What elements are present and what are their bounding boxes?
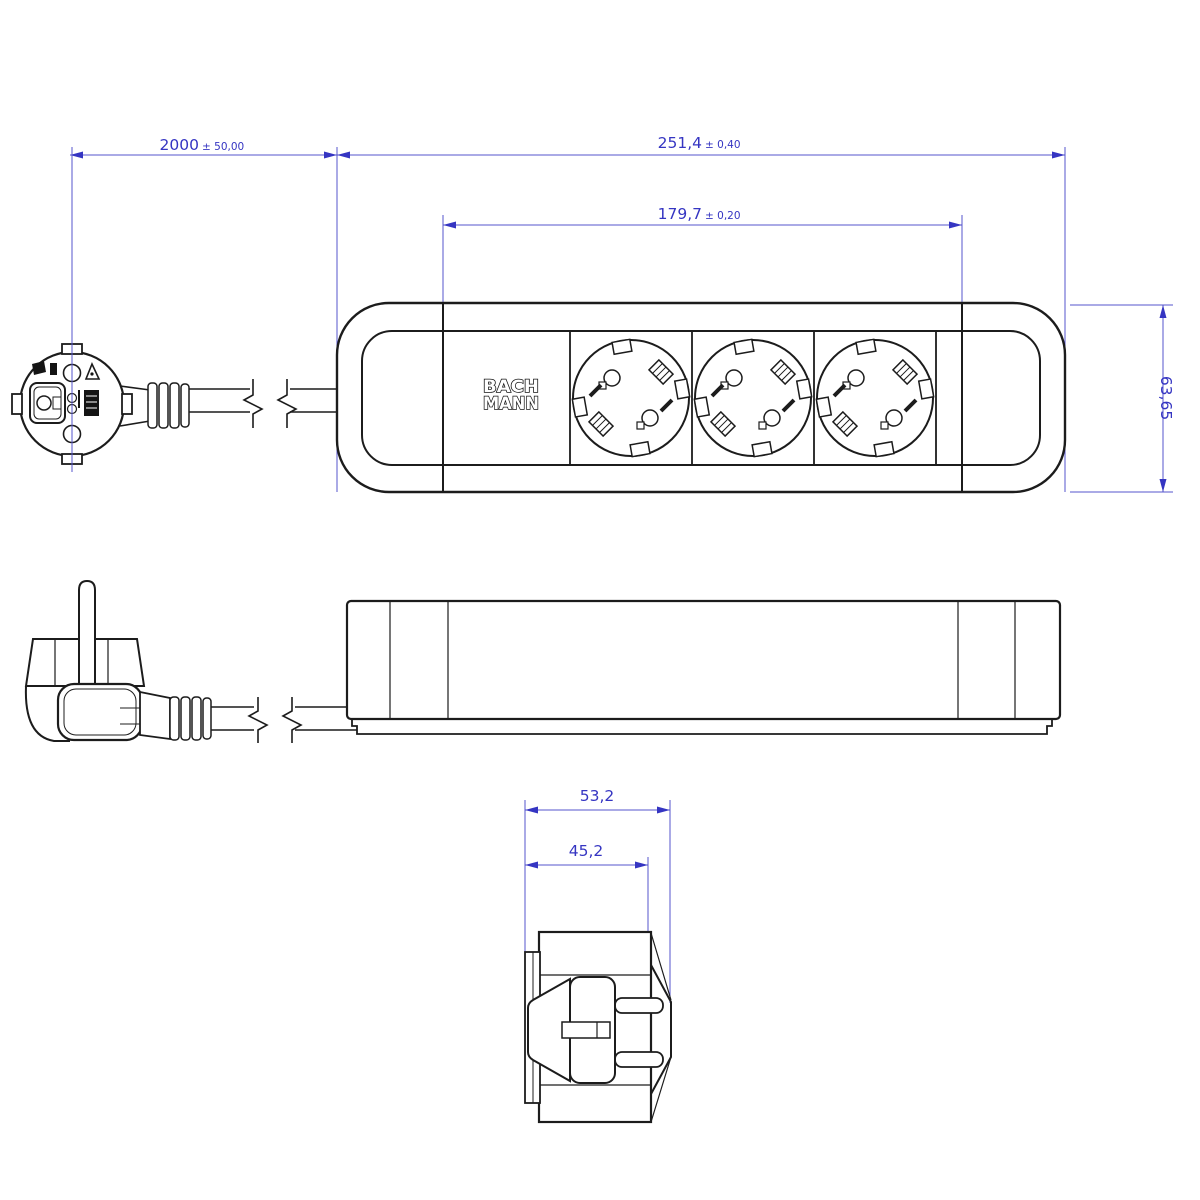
strip-bottom-plate xyxy=(351,719,1053,735)
brand-logo-line1: BACH xyxy=(483,377,539,397)
brand-logo: BACH MANN xyxy=(482,376,540,415)
power-strip-top-view: BACH MANN xyxy=(335,301,1067,494)
plug-cable-boot xyxy=(56,682,144,742)
schuko-socket-3 xyxy=(814,337,936,459)
dim-socket-field-value: 179,7 xyxy=(658,205,702,223)
cable-run-top-view xyxy=(119,379,340,429)
dim-socket-field-tolerance: ± 0,20 xyxy=(705,210,741,222)
cable-break-icon xyxy=(276,379,298,428)
plug-earth-contact-housing xyxy=(29,382,66,424)
dim-cable-length-tolerance: ± 50,00 xyxy=(202,141,244,153)
dim-cable-length-value: 2000 xyxy=(160,136,199,154)
plug-face xyxy=(527,977,571,1083)
plug-left-tab xyxy=(11,393,23,415)
approval-mark-icon xyxy=(50,363,57,375)
plug-pin-upper xyxy=(614,997,664,1014)
certification-marks xyxy=(32,361,101,416)
cable-break-icon xyxy=(242,379,264,428)
top-view-row: BACH MANN xyxy=(11,301,1067,494)
side-view-panel-lines xyxy=(389,601,1016,719)
triangle-mark-icon xyxy=(84,361,101,380)
socket-section-dividers xyxy=(569,331,937,465)
cable-break-icon xyxy=(247,697,269,743)
dim-end-width-outer-value: 53,2 xyxy=(580,787,615,805)
dim-body-height-value: 63,65 xyxy=(1157,376,1175,420)
side-view-row xyxy=(24,579,1062,743)
label-block xyxy=(84,390,99,416)
cable-break-icon xyxy=(281,697,303,743)
strain-relief-ribs xyxy=(169,696,212,741)
dim-overall-length-tolerance: ± 0,40 xyxy=(705,139,741,151)
dimension-lines xyxy=(70,154,1164,866)
vde-mark-icon xyxy=(32,361,46,375)
plug-end-silhouette xyxy=(527,976,664,1084)
plug-pin-lower xyxy=(614,1051,664,1068)
schuko-socket-2 xyxy=(692,337,814,459)
brand-logo-line2: MANN xyxy=(483,394,539,414)
plug-pin xyxy=(78,579,96,684)
dim-end-width-body-value: 45,2 xyxy=(569,842,604,860)
plug-side-view xyxy=(24,579,212,742)
end-view-row xyxy=(524,930,672,1124)
schuko-socket-1 xyxy=(570,337,692,459)
power-strip-side-view xyxy=(345,599,1062,735)
strip-end-right-profile xyxy=(650,964,672,1095)
dimension-extension-lines xyxy=(336,147,1173,1003)
plug-right-tab xyxy=(121,393,133,415)
plug-mid-band xyxy=(561,1021,611,1039)
cable-run-side-view xyxy=(211,697,357,743)
dim-overall-length-value: 251,4 xyxy=(658,134,702,152)
dimension-arrowheads xyxy=(70,151,1167,869)
